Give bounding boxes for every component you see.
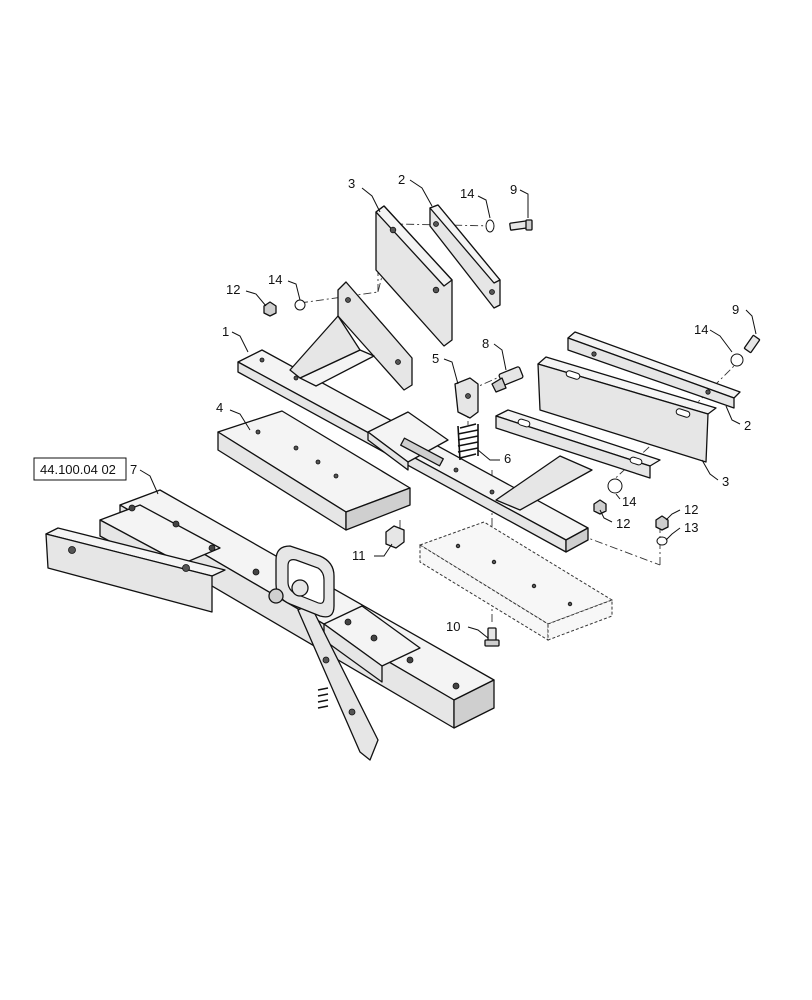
assembly-7[interactable] <box>45 489 495 761</box>
part-3-upper-pad[interactable] <box>375 205 453 347</box>
reference-link[interactable]: 44.100.04 02 7 <box>33 457 137 481</box>
callout-12-mid: 12 <box>616 516 630 531</box>
callout-5: 5 <box>432 351 439 366</box>
washer-14-left[interactable] <box>294 299 306 311</box>
callout-labels: 3 2 14 9 12 14 1 5 8 9 14 2 3 4 6 14 12 … <box>216 172 751 634</box>
callout-7: 7 <box>130 462 137 477</box>
callout-10: 10 <box>446 619 460 634</box>
callout-12-right: 12 <box>684 502 698 517</box>
nut-12-mid[interactable] <box>593 499 607 515</box>
callout-13: 13 <box>684 520 698 535</box>
bolt-10[interactable] <box>484 627 500 647</box>
callout-1: 1 <box>222 324 229 339</box>
part-8-bolt[interactable] <box>491 366 524 393</box>
nut-12-left[interactable] <box>263 301 277 317</box>
part-6-spring[interactable] <box>457 423 479 461</box>
part-1-main-bracket[interactable] <box>237 281 589 553</box>
washer-13[interactable] <box>656 536 668 546</box>
reference-box[interactable] <box>33 457 127 481</box>
hardware <box>263 219 761 647</box>
part-4-ghost-block <box>418 521 614 641</box>
callout-2-top: 2 <box>398 172 405 187</box>
reference-label[interactable]: 44.100.04 02 <box>40 462 116 477</box>
callout-14-top: 14 <box>460 186 474 201</box>
nut-11[interactable] <box>385 525 405 549</box>
callout-14-mid: 14 <box>622 494 636 509</box>
callout-4: 4 <box>216 400 223 415</box>
leader-lines <box>139 179 757 639</box>
part-2-upper-plate[interactable] <box>429 204 501 309</box>
callout-3-top: 3 <box>348 176 355 191</box>
part-1-lower-leg[interactable] <box>495 409 661 511</box>
washer-14-mid[interactable] <box>607 478 623 494</box>
callout-6: 6 <box>504 451 511 466</box>
callout-14-right: 14 <box>694 322 708 337</box>
nut-12-right[interactable] <box>655 515 669 531</box>
callout-3-right: 3 <box>722 474 729 489</box>
callout-11: 11 <box>352 548 366 563</box>
washer-14-right[interactable] <box>730 353 744 367</box>
callout-12-left: 12 <box>226 282 240 297</box>
part-3-lower-pad[interactable] <box>537 356 717 463</box>
washer-14-upper[interactable] <box>485 219 495 233</box>
callout-2-right: 2 <box>744 418 751 433</box>
part-5-clip[interactable] <box>454 377 479 419</box>
callout-9-top: 9 <box>510 182 517 197</box>
callout-9-right: 9 <box>732 302 739 317</box>
callout-8: 8 <box>482 336 489 351</box>
part-2-lower-plate[interactable] <box>567 331 741 409</box>
callout-14-left: 14 <box>268 272 282 287</box>
part-4-block[interactable] <box>217 410 411 531</box>
bolt-9-upper[interactable] <box>509 219 533 231</box>
bolt-9-right[interactable] <box>743 334 761 354</box>
